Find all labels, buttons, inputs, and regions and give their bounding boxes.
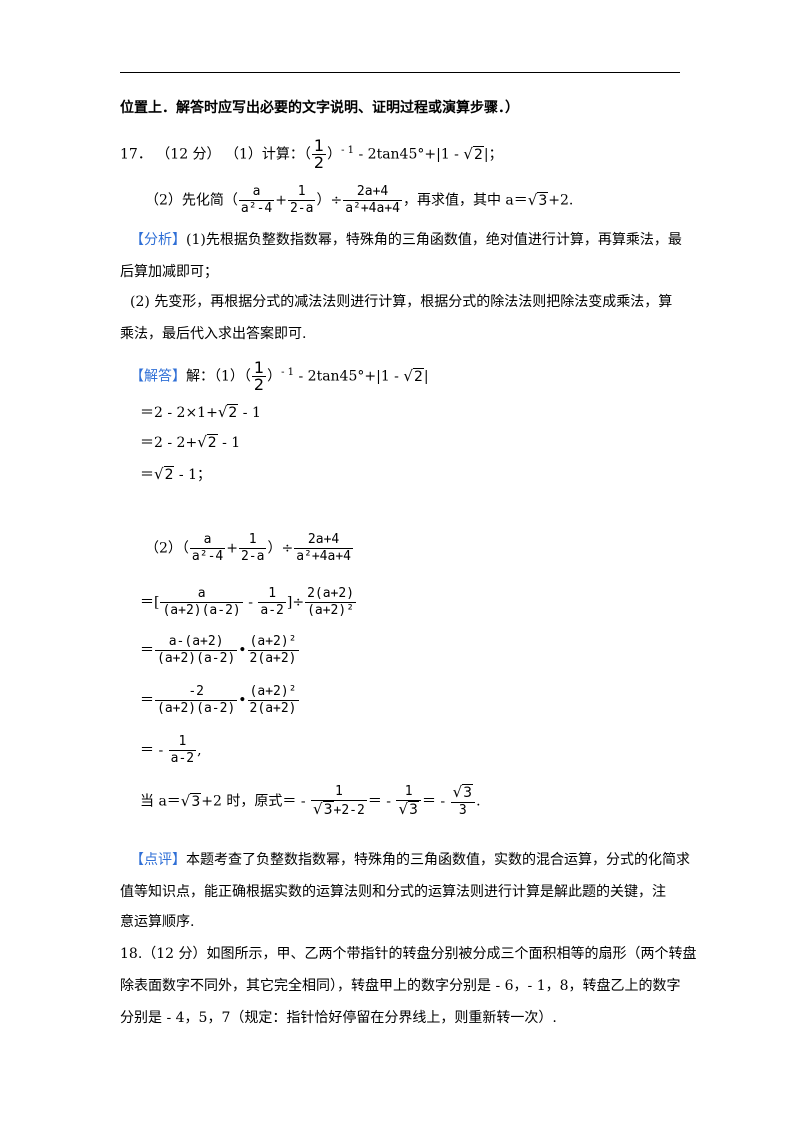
solution-step-2: ＝2 - 2+√2 - 1 bbox=[140, 433, 241, 451]
comment-line-3: 意运算顺序. bbox=[120, 914, 195, 930]
q18-line-3: 分别是 - 4，5，7（规定：指针恰好停留在分界线上，则重新转一次）. bbox=[120, 1010, 557, 1026]
solution-tag: 【解答】 bbox=[130, 368, 186, 385]
q17-part2-tail: ，再求值，其中 a＝ bbox=[402, 192, 528, 209]
analysis-tag: 【分析】 bbox=[130, 232, 186, 248]
solution-step-3: ＝√2 - 1； bbox=[140, 465, 212, 483]
q17-part1-end: |； bbox=[483, 146, 503, 163]
header-rule bbox=[120, 72, 680, 73]
comment-tag: 【点评】 bbox=[130, 852, 186, 868]
comment-line-1: 【点评】本题考查了负整数指数幂，特殊角的三角函数值，实数的混合运算，分式的化简求 bbox=[130, 852, 690, 868]
analysis-line-2: 后算加减即可； bbox=[120, 264, 218, 280]
analysis-line-3: (2) 先变形，再根据分式的减法法则进行计算，根据分式的除法法则把除法变成乘法，… bbox=[130, 294, 673, 310]
q17-part1-label: （1）计算： bbox=[225, 146, 304, 163]
analysis-line-1: 【分析】(1)先根据负整数指数幂，特殊角的三角函数值，绝对值进行计算，再算乘法，… bbox=[130, 232, 682, 248]
sqrt-2: √2 bbox=[463, 144, 484, 163]
divide-sign: ）÷ bbox=[316, 192, 343, 209]
q17-part2-end: +2. bbox=[548, 192, 574, 209]
instruction-line: 位置上．解答时应写出必要的文字说明、证明过程或演算步骤．） bbox=[120, 100, 519, 116]
q17-score: （12 分） bbox=[156, 146, 221, 163]
sqrt-3: √3 bbox=[527, 190, 549, 209]
solution-step-1: ＝2 - 2×1+√2 - 1 bbox=[140, 403, 261, 421]
q17-part2-label: （2）先化简（ bbox=[145, 192, 238, 209]
q18-line-2: 除表面数字不同外，其它完全相同），转盘甲上的数字分别是 - 6，- 1，8，转盘… bbox=[120, 978, 681, 994]
q18-line-1: 18.（12 分）如图所示，甲、乙两个带指针的转盘分别被分成三个面积相等的扇形（… bbox=[120, 946, 697, 962]
analysis-line-4: 乘法，最后代入求出答案即可. bbox=[120, 326, 307, 342]
q17-number: 17． bbox=[120, 146, 152, 163]
q17-part1-tail: - 2tan45°+|1 - bbox=[358, 146, 464, 163]
exponent: - 1 bbox=[341, 144, 355, 156]
comment-line-2: 值等知识点，能正确根据实数的运算法则和分式的运算法则进行计算是解此题的关键，注 bbox=[120, 884, 666, 900]
